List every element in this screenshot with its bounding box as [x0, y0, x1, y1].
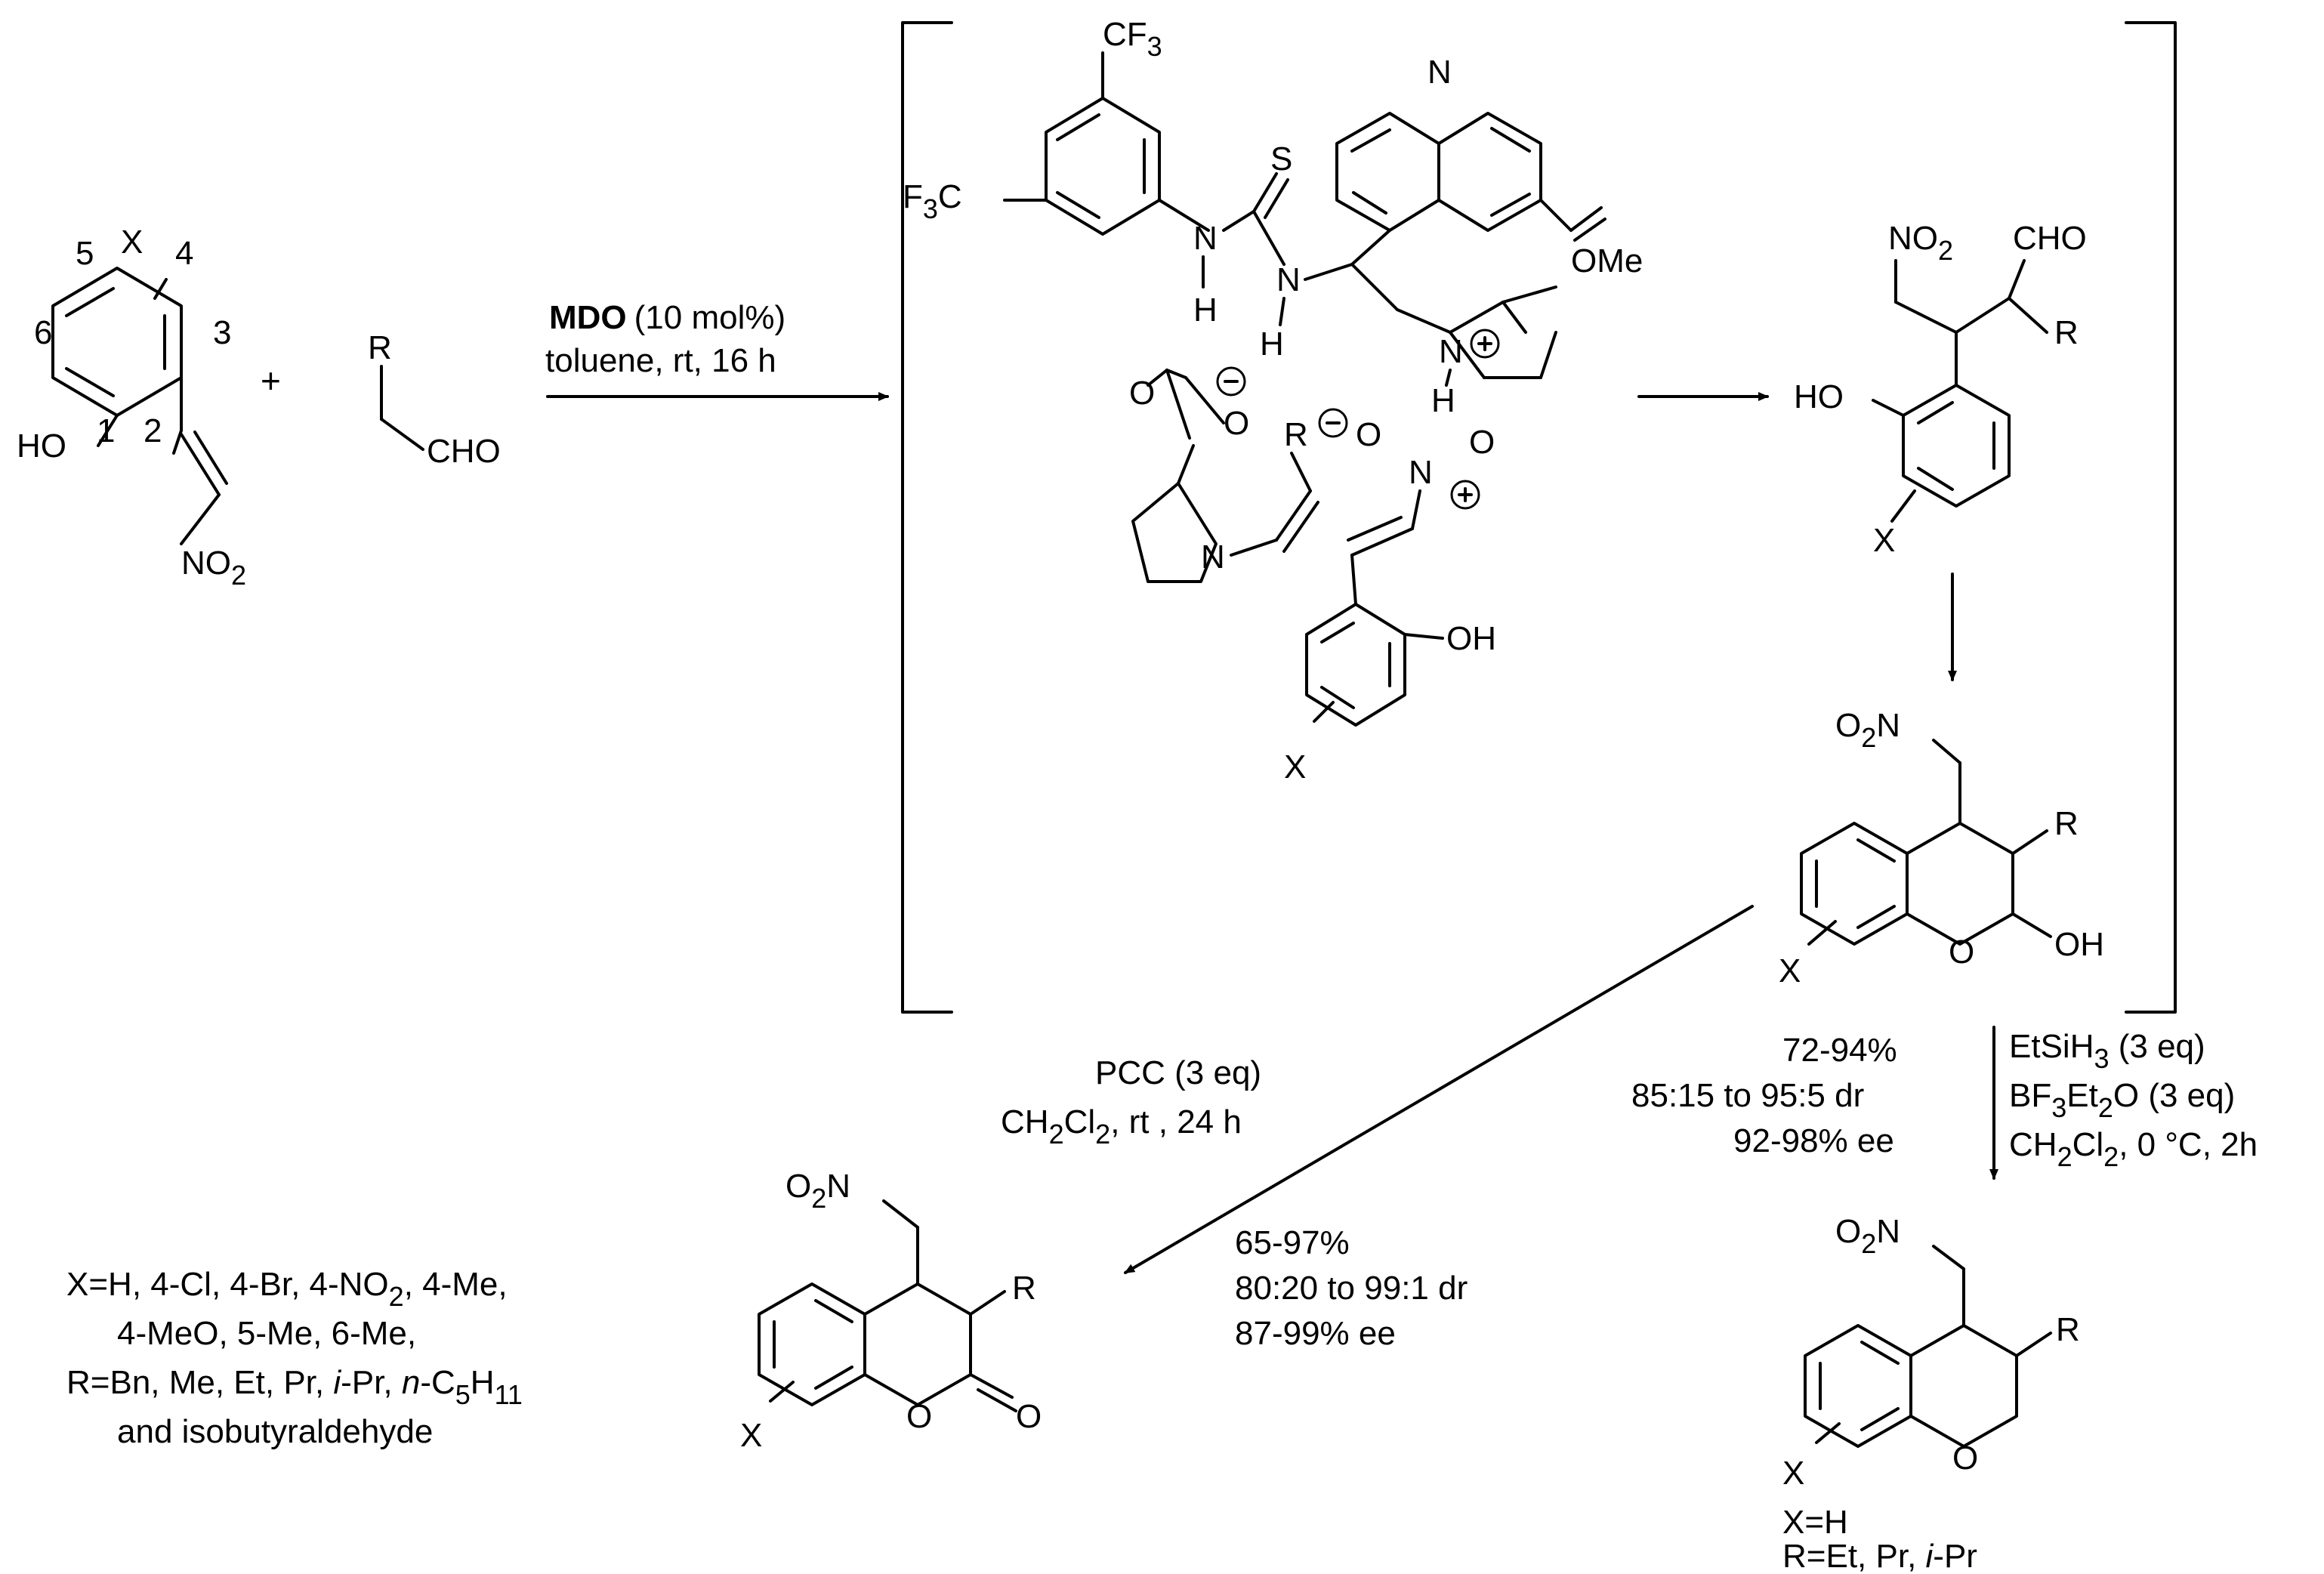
- scope-x-line2: 4-MeO, 5-Me, 6-Me,: [117, 1315, 416, 1352]
- enamine-r-label: R: [1284, 416, 1308, 453]
- aldehyde-r-label: R: [368, 329, 392, 366]
- catalyst-label: MDO(10 mol%): [549, 299, 785, 336]
- left-bracket: [901, 21, 953, 1014]
- ammonium-h-label: H: [1431, 382, 1455, 419]
- position-1-label: 1: [97, 412, 115, 449]
- reduction-solvent: CH2Cl2, 0 °C, 2h: [2009, 1126, 2258, 1172]
- nitronate-o1-label: O: [1356, 416, 1381, 453]
- right-bracket: [2125, 21, 2177, 1014]
- michael-adduct: NO2 CHO R HO X: [1794, 220, 2087, 559]
- chromane-x-label: X: [1782, 1455, 1804, 1492]
- cf3-top-label: CF3: [1103, 16, 1162, 62]
- quinoline-n-label: N: [1427, 54, 1452, 91]
- scope-r-line3: R=Bn, Me, Et, Pr, i-Pr, n-C5H11: [66, 1364, 523, 1410]
- hydroxyl-label: HO: [17, 427, 66, 464]
- lactone-o2n-label: O2N: [785, 1168, 850, 1214]
- chromane-scope-x: X=H: [1782, 1504, 1848, 1541]
- lactone-ee: 87-99% ee: [1235, 1315, 1396, 1352]
- lactone-r-label: R: [1012, 1270, 1036, 1307]
- transition-state: CF3 F3C S N N H H N OMe: [903, 16, 1643, 785]
- adduct-r-label: R: [2054, 314, 2079, 351]
- x-substituent-label: X: [121, 224, 143, 261]
- position-5-label: 5: [76, 235, 94, 272]
- scope-x-line1: X=H, 4-Cl, 4-Br, 4-NO2, 4-Me,: [66, 1266, 508, 1312]
- chromane-scope-r: R=Et, Pr, i-Pr: [1782, 1538, 1977, 1574]
- nitronate-o2-label: O: [1469, 424, 1495, 461]
- oxidation-reagent: PCC (3 eq): [1095, 1054, 1261, 1091]
- methoxy-label: OMe: [1571, 242, 1643, 279]
- nitro-label: NO2: [181, 545, 246, 591]
- oxidation-conditions: CH2Cl2, rt , 24 h: [1001, 1103, 1242, 1150]
- lactone-x-label: X: [740, 1417, 762, 1454]
- thiourea-h1-label: H: [1193, 292, 1218, 329]
- position-6-label: 6: [34, 314, 52, 351]
- hemiacetal-o2n-label: O2N: [1835, 707, 1900, 753]
- carboxylate-o2-label: O: [1224, 405, 1249, 442]
- thiourea-h2-label: H: [1260, 326, 1284, 363]
- lactone-carbonyl-o-label: O: [1016, 1398, 1042, 1435]
- nitronate-n-label: N: [1409, 454, 1433, 491]
- chromane-o2n-label: O2N: [1835, 1213, 1900, 1259]
- adduct-x-label: X: [1873, 522, 1895, 559]
- nitronate-phenol-x-label: X: [1284, 748, 1306, 785]
- reduction-lewis-acid: BF3Et2O (3 eq): [2009, 1077, 2235, 1123]
- lactone-dr: 80:20 to 99:1 dr: [1235, 1270, 1468, 1307]
- reduction-silane: EtSiH3 (3 eq): [2009, 1028, 2205, 1074]
- carboxylate-o1-label: O: [1129, 375, 1155, 412]
- adduct-cho-label: CHO: [2013, 220, 2087, 257]
- cf3-left-label: F3C: [903, 178, 962, 224]
- adduct-no2-label: NO2: [1888, 220, 1953, 266]
- sulfur-label: S: [1270, 140, 1292, 177]
- hemiacetal-dr: 85:15 to 95:5 dr: [1631, 1077, 1864, 1114]
- proline-n-label: N: [1201, 539, 1225, 576]
- chromane-product: O2N R O X X=H R=Et, Pr, i-Pr: [1782, 1213, 2080, 1574]
- position-3-label: 3: [213, 314, 231, 351]
- hemiacetal-r-label: R: [2054, 805, 2079, 842]
- position-2-label: 2: [144, 412, 162, 449]
- conditions-label: toluene, rt, 16 h: [545, 342, 776, 379]
- lactone-product: O2N R O O X: [740, 1168, 1042, 1454]
- aldehyde-cho-label: CHO: [427, 433, 501, 470]
- hemiacetal-oh-label: OH: [2054, 926, 2104, 963]
- adduct-ho-label: HO: [1794, 378, 1844, 415]
- chromane-r-label: R: [2056, 1311, 2080, 1348]
- lactone-yield: 65-97%: [1235, 1224, 1350, 1261]
- hemiacetal-ee: 92-98% ee: [1733, 1122, 1894, 1159]
- hemiacetal-o-label: O: [1949, 934, 1974, 971]
- thiourea-n2-label: N: [1276, 261, 1301, 298]
- hemiacetal-x-label: X: [1779, 952, 1801, 989]
- chromane-o-label: O: [1952, 1440, 1978, 1477]
- nitronate-phenol-oh-label: OH: [1446, 620, 1496, 657]
- ammonium-n-label: N: [1439, 333, 1463, 370]
- scope-r-line4: and isobutyraldehyde: [117, 1413, 433, 1450]
- lactone-ring-o-label: O: [906, 1398, 932, 1435]
- hemiacetal-yield: 72-94%: [1782, 1032, 1897, 1069]
- hemiacetal-product: O2N R O OH X: [1779, 707, 2104, 989]
- nitrostyrene-substrate: 5 X 4 6 3 HO 1 2 NO2: [17, 224, 246, 591]
- oxidation-arrow: [1124, 905, 1754, 1274]
- thiourea-n1-label: N: [1193, 220, 1218, 257]
- plus-sign: +: [261, 361, 281, 400]
- position-4-label: 4: [175, 235, 193, 272]
- substrate-scope: X=H, 4-Cl, 4-Br, 4-NO2, 4-Me, 4-MeO, 5-M…: [66, 1266, 523, 1450]
- aldehyde-substrate: R CHO: [368, 329, 501, 470]
